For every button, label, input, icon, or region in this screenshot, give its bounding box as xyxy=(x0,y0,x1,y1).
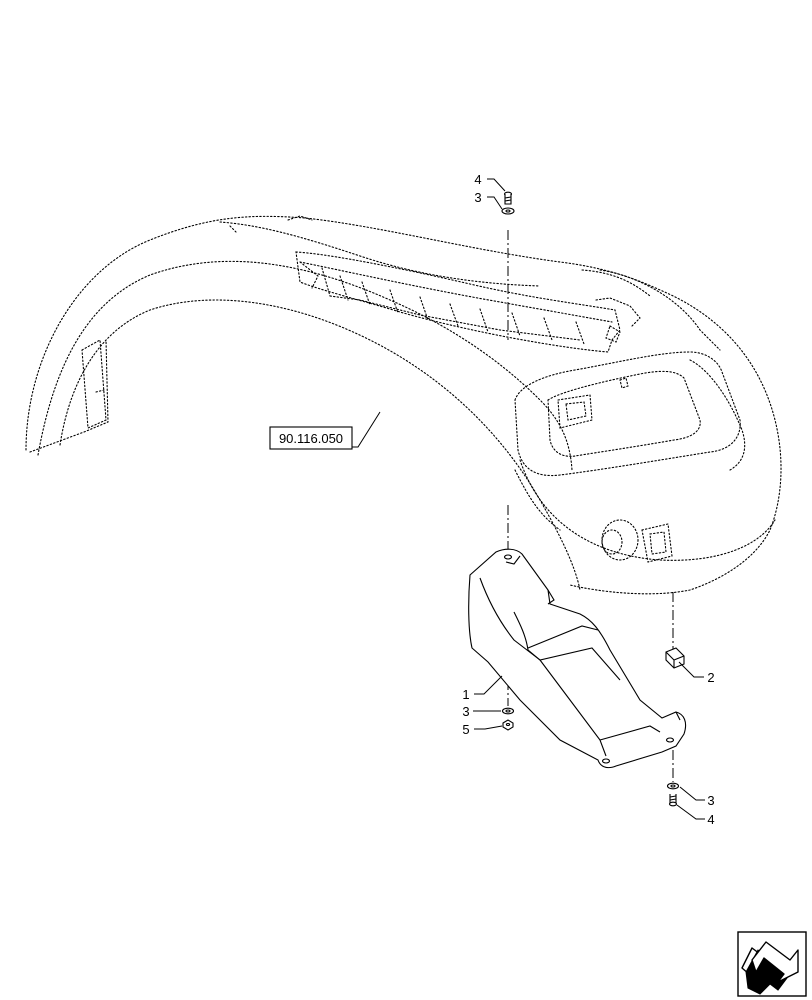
callout-3-lower-right: 3 xyxy=(707,793,714,808)
callout-2: 2 xyxy=(707,670,714,685)
callout-numbers: 4 3 2 1 3 5 3 4 xyxy=(462,172,714,827)
shield-bracket xyxy=(468,548,687,769)
callout-4-top: 4 xyxy=(474,172,481,187)
assembly-centerlines xyxy=(507,230,674,782)
callout-5: 5 xyxy=(462,722,469,737)
bolt-lower-right xyxy=(668,794,678,807)
callout-4-lower-right: 4 xyxy=(707,812,714,827)
fender-assembly xyxy=(25,215,782,595)
leader-lines xyxy=(352,178,705,820)
bolt-top xyxy=(503,191,513,205)
return-arrow-icon[interactable] xyxy=(737,931,807,997)
washer-lower-right xyxy=(666,782,680,790)
washer-lower-left xyxy=(501,707,515,715)
nut-lower-left xyxy=(502,719,514,731)
reference-label: 90.116.050 xyxy=(279,431,343,446)
reference-box[interactable]: 90.116.050 xyxy=(269,426,353,450)
callout-3-lower-left: 3 xyxy=(462,704,469,719)
washer-top xyxy=(501,207,515,215)
callout-3-top: 3 xyxy=(474,190,481,205)
callout-1: 1 xyxy=(462,687,469,702)
